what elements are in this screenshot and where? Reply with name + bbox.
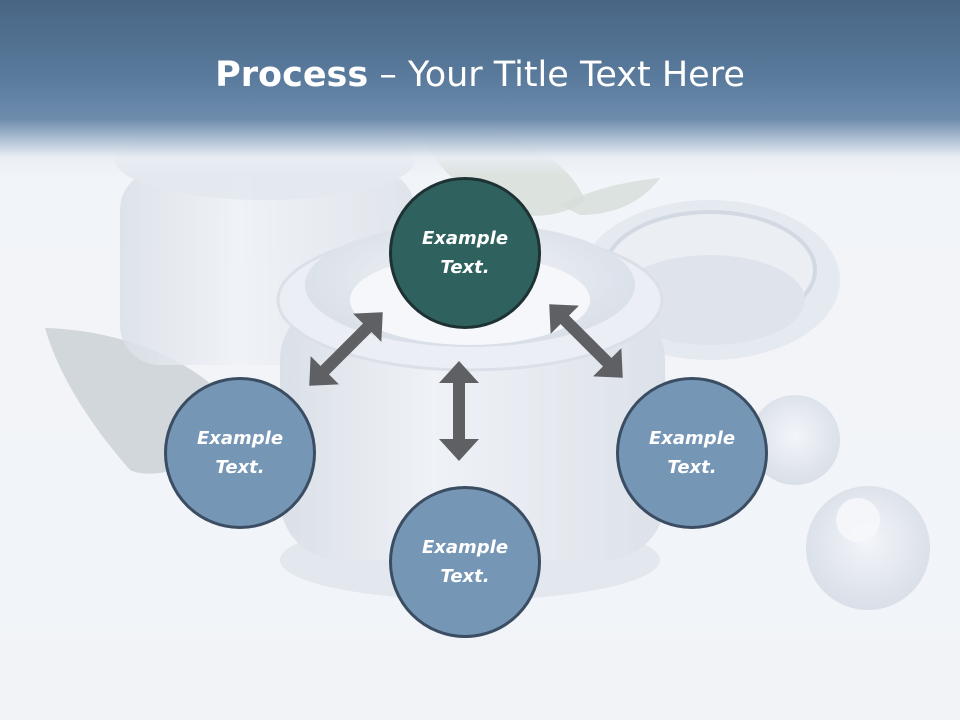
process-node-bottom[interactable]: Example Text. <box>389 486 541 638</box>
arrow-center-left <box>309 312 383 386</box>
node-right-text: Example Text. <box>648 428 736 478</box>
node-bottom-text: Example Text. <box>421 537 509 587</box>
process-node-center[interactable]: Example Text. <box>389 177 541 329</box>
title-bold-part: Process <box>215 55 369 95</box>
title-rest-part: – Your Title Text Here <box>368 55 745 95</box>
process-node-right[interactable]: Example Text. <box>616 377 768 529</box>
arrow-center-bottom <box>439 361 479 461</box>
slide-title: Process – Your Title Text Here <box>0 52 960 98</box>
process-node-left[interactable]: Example Text. <box>164 377 316 529</box>
arrow-center-right <box>549 304 623 378</box>
node-left-text: Example Text. <box>196 428 284 478</box>
node-center-text: Example Text. <box>421 228 509 278</box>
title-bar <box>0 0 960 175</box>
